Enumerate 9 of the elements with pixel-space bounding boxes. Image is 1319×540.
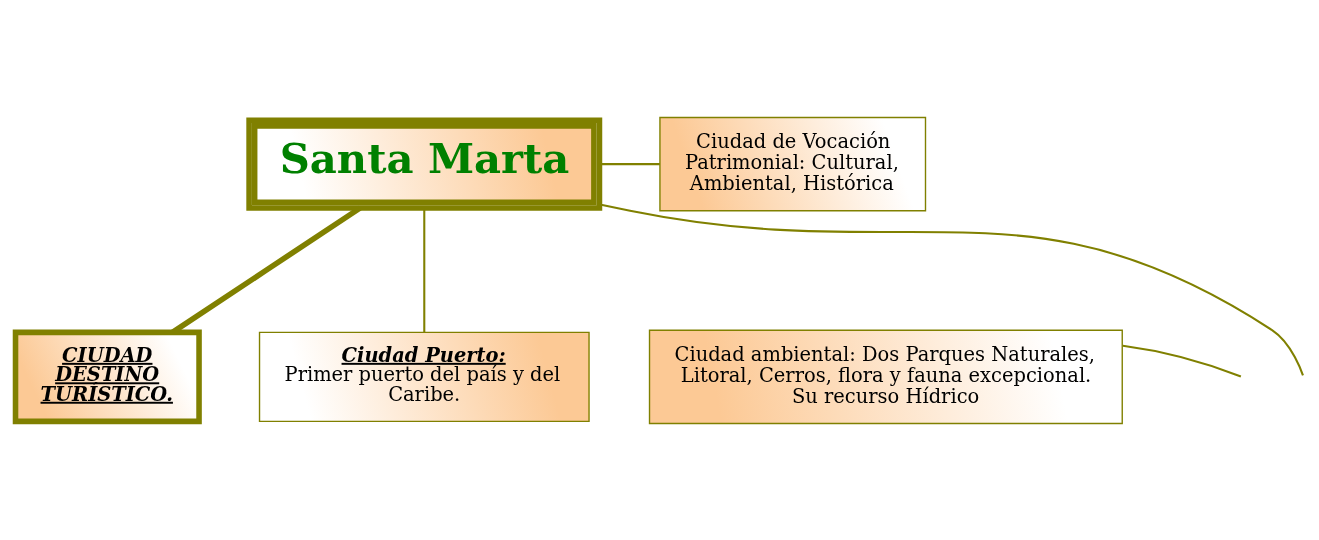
connector [599,162,660,165]
node-box: Santa Marta [246,117,603,211]
connector [1122,344,1242,377]
connector [423,207,426,332]
node-box: Ciudad de Vocación Patrimonial: Cultural, Ambiental, Histórica [659,116,927,211]
node-box: Ciudad ambiental: Dos Parques Naturales, Litoral, Cerros, flora y fauna excepcional. Su recurso Hídrico [648,329,1123,424]
node-box: CIUDAD DESTINO TURÍSTICO. [12,329,202,424]
connector [599,202,1304,376]
node-box: Ciudad Puerto: Primer puerto del país y del Caribe. [258,331,590,422]
